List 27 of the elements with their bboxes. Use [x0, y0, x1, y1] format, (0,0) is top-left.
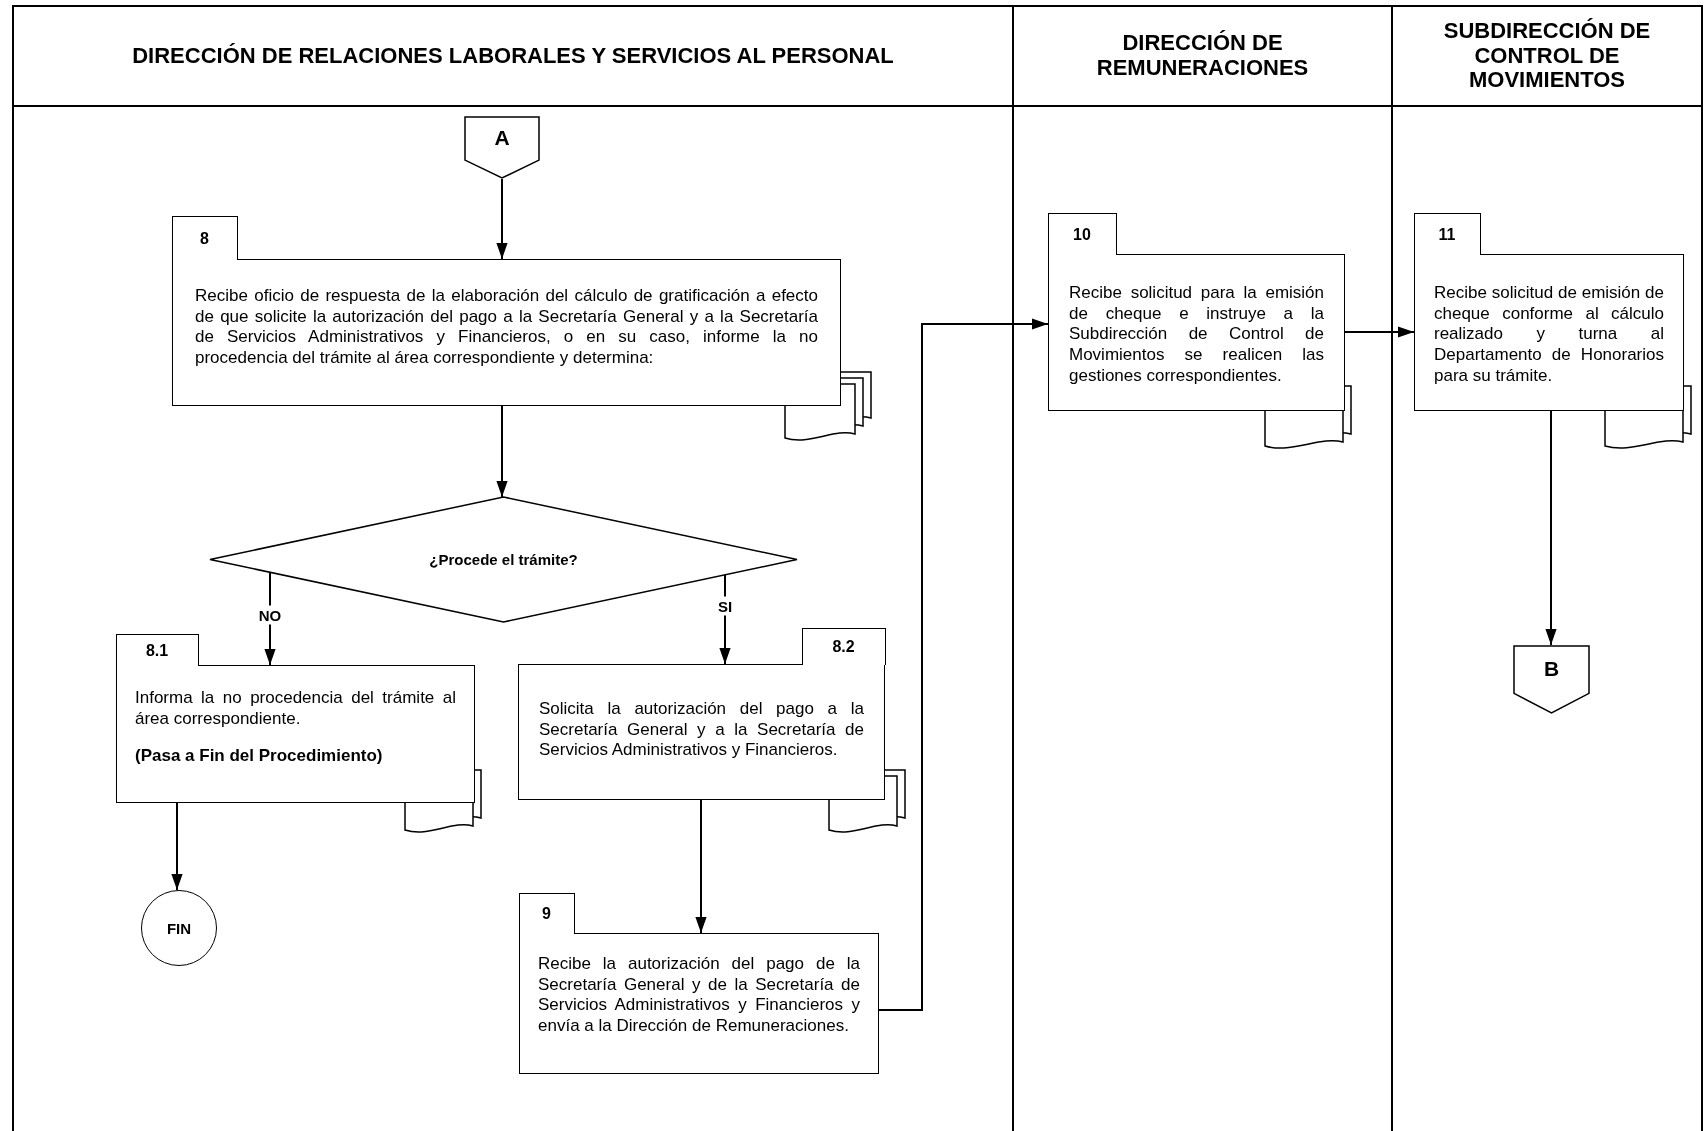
step-description: Recibe oficio de respuesta de la elaboración del cálculo de gratificación a efecto de que solicite la autorización del pago a la Secretaría General y a la Secretaría de Servicios Administrativos y Financieros, o en su caso, informe la no procedencia del trámite al área correspondiente y determina: [195, 286, 818, 369]
step-number: 8 [171, 216, 238, 260]
arrow [171, 802, 183, 891]
step-description: Recibe solicitud para la emisión de cheque e instruye a la Subdirección de Control de Movimientos se realicen las gestiones correspondientes. [1069, 283, 1324, 387]
lane-header: DIRECCIÓN DE REMUNERACIONES [1014, 7, 1391, 107]
step-number: 8.1 [115, 634, 199, 666]
arrow [496, 405, 508, 498]
arrow [719, 573, 731, 665]
arrow [1545, 410, 1557, 646]
step-number: 8.2 [801, 628, 886, 665]
arrow [695, 799, 707, 934]
lane-header: SUBDIRECCIÓN DE CONTROL DE MOVIMIENTOS [1393, 7, 1701, 107]
note-text: (Pasa a Fin del Procedimiento) [135, 746, 384, 768]
terminal-circle: FIN [141, 890, 217, 966]
arrow [1344, 326, 1415, 338]
off-page-connector: A [464, 116, 540, 179]
arrow [496, 178, 508, 260]
step-description: Informa la no procedencia del trámite al área correspondiente. [135, 688, 456, 730]
step-description: Recibe la autorización del pago de la Secretaría General y de la Secretaría de Servicios Administrativos y Financieros y envía a la Dirección de Remuneraciones. [538, 954, 860, 1037]
step-number: 9 [518, 893, 575, 934]
lane-header: DIRECCIÓN DE RELACIONES LABORALES Y SERVICIOS AL PERSONAL [14, 7, 1012, 107]
off-page-connector: B [1513, 645, 1590, 714]
step-description: Solicita la autorización del pago a la Secretaría General y a la Secretaría de Servicios Administrativos y Financieros. [539, 699, 864, 762]
step-number: 11 [1413, 213, 1481, 255]
arrow [878, 318, 1049, 1011]
step-number: 10 [1047, 213, 1117, 255]
step-description: Recibe solicitud de emisión de cheque conforme al cálculo realizado y turna al Departamento de Honorarios para su trámite. [1434, 283, 1664, 387]
